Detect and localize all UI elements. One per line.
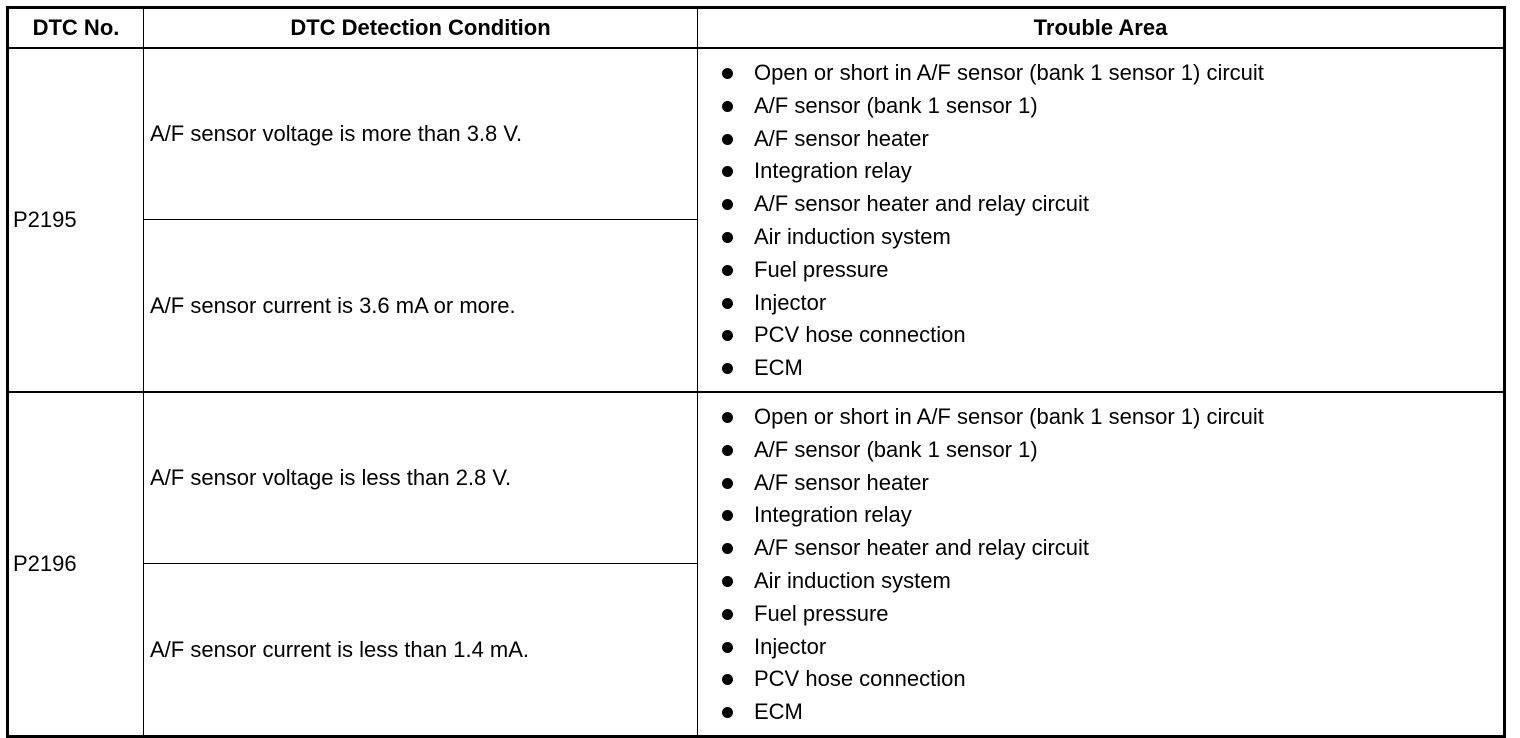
trouble-area-text: A/F sensor (bank 1 sensor 1) <box>754 92 1038 118</box>
list-item: Fuel pressure <box>722 254 1503 287</box>
table-row: A/F sensor current is less than 1.4 mA. <box>8 563 1505 737</box>
bullet-icon <box>722 68 733 79</box>
bullet-icon <box>722 166 733 178</box>
trouble-area-cell: Open or short in A/F sensor (bank 1 sens… <box>697 47 1505 393</box>
list-item: ECM <box>722 352 1503 385</box>
list-item: Integration relay <box>722 155 1503 188</box>
bullet-icon <box>722 411 733 423</box>
list-item: PCV hose connection <box>722 319 1503 352</box>
trouble-area-text: Integration relay <box>754 158 912 184</box>
bullet-icon <box>722 477 733 489</box>
list-item: A/F sensor heater and relay circuit <box>722 532 1503 565</box>
bullet-icon <box>722 608 733 620</box>
detection-condition-cell: A/F sensor voltage is less than 2.8 V. <box>143 390 698 565</box>
bullet-icon <box>722 100 733 112</box>
bullet-icon <box>722 363 733 375</box>
trouble-area-text: ECM <box>754 699 803 725</box>
dtc-number-cell: P2195 <box>7 47 144 393</box>
header-detection-condition: DTC Detection Condition <box>143 7 698 49</box>
bullet-icon <box>722 330 733 342</box>
bullet-icon <box>722 264 733 276</box>
bullet-icon <box>722 133 733 145</box>
trouble-area-text: Integration relay <box>754 502 912 528</box>
list-item: ECM <box>722 696 1503 729</box>
bullet-icon <box>722 575 733 587</box>
table-row: P2195 A/F sensor voltage is more than 3.… <box>7 47 1505 393</box>
trouble-area-list: Open or short in A/F sensor (bank 1 sens… <box>698 49 1503 391</box>
trouble-area-text: A/F sensor heater <box>754 469 929 495</box>
trouble-area-cell: Open or short in A/F sensor (bank 1 sens… <box>697 390 1505 737</box>
trouble-area-text: Fuel pressure <box>754 256 889 282</box>
table-row: A/F sensor current is 3.6 mA or more. <box>8 219 1505 393</box>
header-dtc-no: DTC No. <box>7 7 144 49</box>
bullet-icon <box>722 510 733 522</box>
bullet-icon <box>722 297 733 309</box>
list-item: A/F sensor (bank 1 sensor 1) <box>722 90 1503 123</box>
trouble-area-text: Open or short in A/F sensor (bank 1 sens… <box>754 60 1264 85</box>
trouble-area-text: Injector <box>754 633 827 659</box>
trouble-area-text: A/F sensor (bank 1 sensor 1) <box>754 436 1038 462</box>
trouble-area-text: Air induction system <box>754 567 951 593</box>
table-row: P2196 A/F sensor voltage is less than 2.… <box>7 390 1505 737</box>
trouble-area-list: Open or short in A/F sensor (bank 1 sens… <box>698 393 1503 735</box>
list-item: PCV hose connection <box>722 663 1503 696</box>
dtc-number-cell: P2196 <box>7 390 144 737</box>
bullet-icon <box>722 674 733 686</box>
trouble-area-text: ECM <box>754 355 803 381</box>
header-row: DTC No. DTC Detection Condition Trouble … <box>7 7 1505 49</box>
list-item: Air induction system <box>722 221 1503 254</box>
list-item: A/F sensor heater <box>722 467 1503 500</box>
header-trouble-area: Trouble Area <box>697 7 1505 49</box>
list-item: Fuel pressure <box>722 598 1503 631</box>
bullet-icon <box>722 641 733 653</box>
detection-condition-cell: A/F sensor voltage is more than 3.8 V. <box>143 47 698 221</box>
bullet-icon <box>722 707 733 719</box>
trouble-area-text: A/F sensor heater <box>754 125 929 151</box>
list-item: Open or short in A/F sensor (bank 1 sens… <box>722 401 1503 434</box>
trouble-area-text: Air induction system <box>754 223 951 249</box>
trouble-area-text: A/F sensor heater and relay circuit <box>754 191 1090 217</box>
dtc-table: DTC No. DTC Detection Condition Trouble … <box>6 6 1506 738</box>
trouble-area-text: Open or short in A/F sensor (bank 1 sens… <box>754 403 1264 429</box>
list-item: A/F sensor heater <box>722 123 1503 156</box>
list-item: Integration relay <box>722 499 1503 532</box>
bullet-icon <box>722 231 733 243</box>
trouble-area-text: A/F sensor heater and relay circuit <box>754 535 1090 561</box>
bullet-icon <box>722 543 733 555</box>
list-item: Injector <box>722 631 1503 664</box>
trouble-area-text: Injector <box>754 289 827 315</box>
trouble-area-text: PCV hose connection <box>754 322 966 348</box>
list-item: Open or short in A/F sensor (bank 1 sens… <box>722 57 1503 90</box>
list-item: A/F sensor (bank 1 sensor 1) <box>722 434 1503 467</box>
detection-condition-cell: A/F sensor current is 3.6 mA or more. <box>143 219 698 393</box>
trouble-area-text: PCV hose connection <box>754 666 966 692</box>
list-item: A/F sensor heater and relay circuit <box>722 188 1503 221</box>
trouble-area-text: Fuel pressure <box>754 600 889 626</box>
list-item: Injector <box>722 287 1503 320</box>
bullet-icon <box>722 444 733 456</box>
bullet-icon <box>722 199 733 211</box>
list-item: Air induction system <box>722 565 1503 598</box>
detection-condition-cell: A/F sensor current is less than 1.4 mA. <box>143 563 698 737</box>
